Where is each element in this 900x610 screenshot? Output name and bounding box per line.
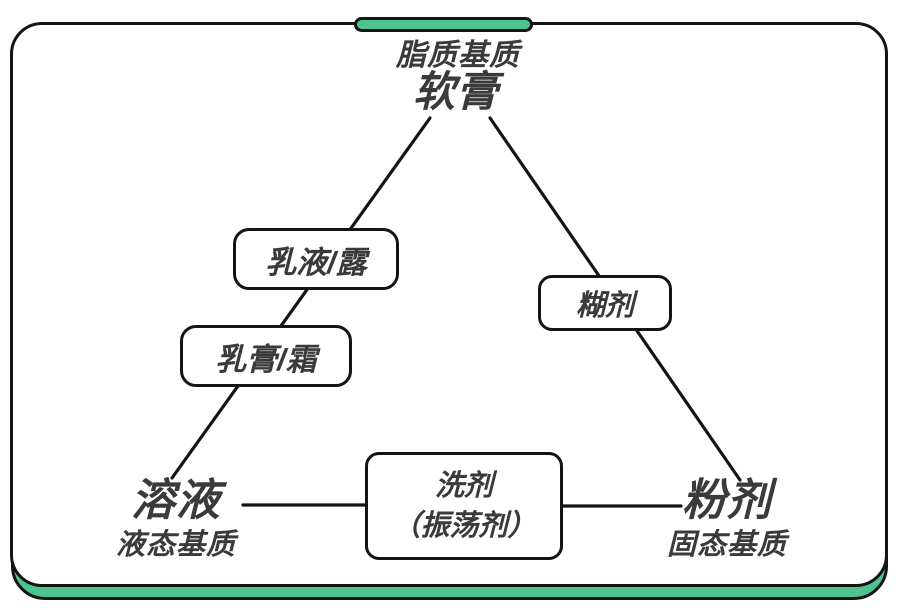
solution-subtitle: 液态基质 [115, 529, 236, 561]
box-emulsion-lotion: 乳液/露 [233, 228, 399, 290]
box-wash-label-line1: 洗剂 [434, 469, 493, 502]
apex-subtitle: 脂质基质 [396, 39, 520, 72]
top-accent-bar [354, 17, 533, 32]
node-ointment: 软膏 [412, 68, 499, 115]
box-cream: 乳膏/霜 [180, 325, 352, 387]
box-paste-label: 糊剂 [575, 290, 634, 322]
node-powder: 粉剂 [682, 476, 772, 525]
box-emulsion-label: 乳液/露 [265, 244, 367, 280]
box-cream-label: 乳膏/霜 [215, 341, 317, 377]
node-solution: 溶液 [131, 476, 221, 525]
edge-apex-to-solution [170, 116, 432, 480]
box-wash-lotion: 洗剂 （振荡剂） [365, 452, 563, 560]
box-paste: 糊剂 [538, 275, 672, 331]
powder-subtitle: 固态基质 [666, 529, 787, 561]
box-wash-label-line2: （振荡剂） [391, 510, 537, 542]
